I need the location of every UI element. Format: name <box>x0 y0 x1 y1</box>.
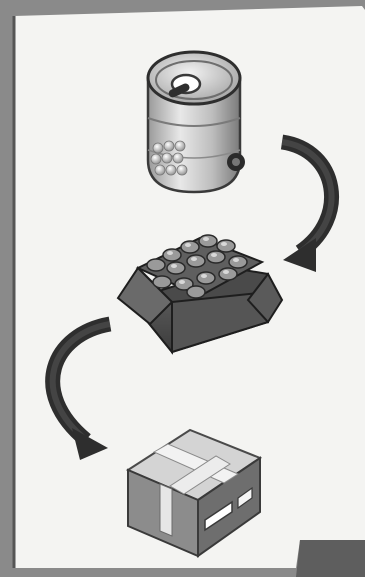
can-label-dots <box>151 141 187 175</box>
corner-shadow <box>296 540 365 577</box>
tin-can-icon <box>148 52 245 192</box>
